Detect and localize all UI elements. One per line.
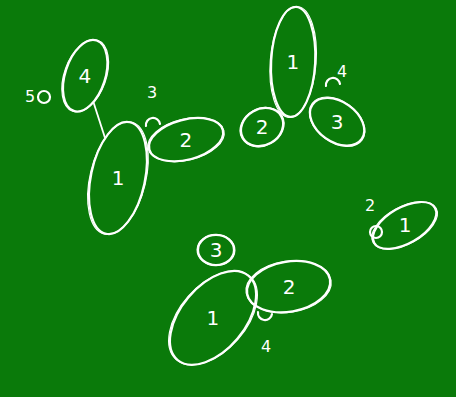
ellipse-stroke xyxy=(144,111,228,169)
ellipse-stroke xyxy=(77,115,158,240)
cell-ellipse: 2 xyxy=(247,261,330,312)
cell-ellipse: 4 xyxy=(63,40,107,111)
cell-ellipse: 2 xyxy=(241,108,283,146)
cell-number: 1 xyxy=(399,215,412,235)
bud xyxy=(38,91,50,103)
bud xyxy=(146,118,160,126)
cell-ellipse: 1 xyxy=(170,271,256,365)
ellipse-stroke xyxy=(153,255,273,380)
callout-number: 5 xyxy=(25,89,35,105)
callout-number: 3 xyxy=(147,85,157,101)
cell-number: 3 xyxy=(210,240,223,260)
callout-number: 4 xyxy=(261,339,271,355)
cell-number: 2 xyxy=(180,130,193,150)
cell-ellipse: 1 xyxy=(89,122,147,234)
ellipse-stroke xyxy=(152,255,275,382)
cell-number: 1 xyxy=(112,168,125,188)
cell-ellipse: 3 xyxy=(198,234,234,266)
ellipse-stroke xyxy=(197,234,236,266)
connector-line xyxy=(93,102,105,138)
cell-ellipse: 1 xyxy=(271,7,315,117)
cell-ellipse: 1 xyxy=(373,202,436,249)
ellipse-stroke xyxy=(300,87,374,157)
cell-number: 1 xyxy=(207,308,220,328)
ellipse-stroke xyxy=(365,192,446,259)
cell-ellipse: 2 xyxy=(149,118,223,161)
cell-number: 3 xyxy=(331,112,344,132)
ellipse-stroke xyxy=(268,6,318,118)
ellipse-stroke xyxy=(234,100,290,153)
ellipse-stroke xyxy=(198,235,234,265)
bud xyxy=(258,312,272,320)
ellipse-stroke xyxy=(233,100,291,155)
ellipse-stroke xyxy=(143,111,228,169)
cell-number: 2 xyxy=(256,117,269,137)
ellipse-stroke xyxy=(266,5,320,119)
callout-number: 2 xyxy=(365,198,375,214)
cell-number: 2 xyxy=(283,277,296,297)
cell-number: 1 xyxy=(287,52,300,72)
ellipse-stroke xyxy=(53,34,118,119)
callout-number: 4 xyxy=(337,64,347,80)
cell-ellipse: 3 xyxy=(310,98,364,146)
cell-number: 4 xyxy=(79,66,92,86)
